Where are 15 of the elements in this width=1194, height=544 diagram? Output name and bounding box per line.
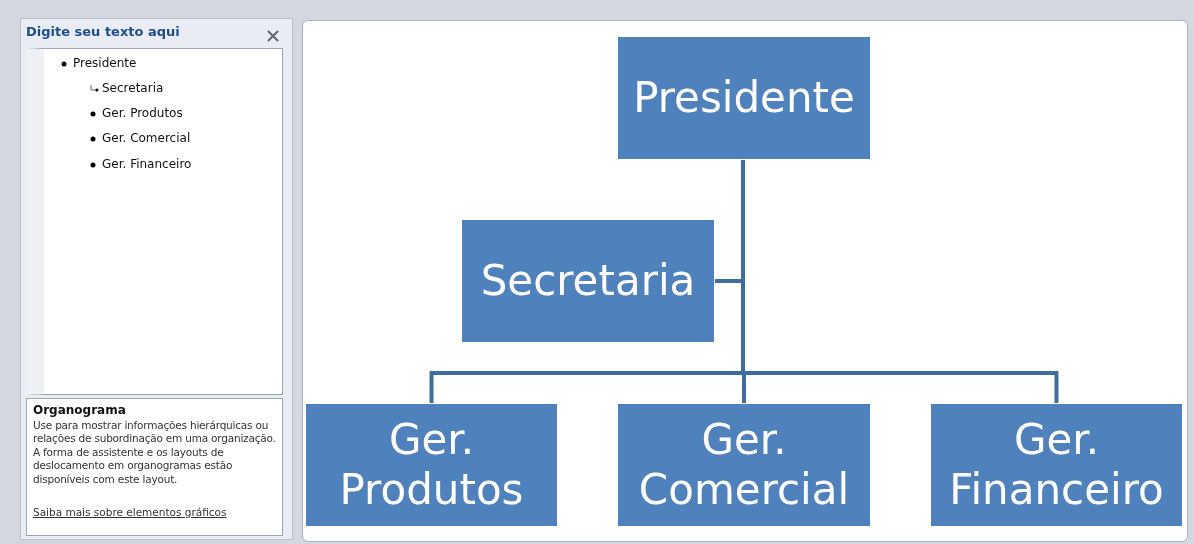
- org-chart-box: Secretaria: [461, 219, 715, 343]
- org-chart-box: Ger. Produtos: [305, 403, 558, 527]
- org-chart-box: Ger. Comercial: [617, 403, 871, 527]
- list-item: Ger. Comercial: [102, 131, 191, 145]
- org-chart-box: Ger. Financeiro: [930, 403, 1183, 527]
- list-item: Presidente: [73, 56, 137, 70]
- description-text: Use para mostrar informações hierárquicas ou relações de subordinação em uma organização. A forma de assistente e os layouts de deslocamento em organogramas estão disponíveis com este layout.: [33, 419, 277, 487]
- org-chart-box: Presidente: [617, 36, 871, 160]
- help-link: Saiba mais sobre elementos gráficos: [33, 506, 227, 518]
- connector-line: [741, 160, 1059, 403]
- list-item: Secretaria: [102, 81, 164, 95]
- description-title: Organograma: [33, 403, 126, 417]
- list-item: Ger. Financeiro: [102, 157, 192, 171]
- list-item: Ger. Produtos: [102, 106, 183, 120]
- pane-title: Digite seu texto aqui: [26, 24, 180, 39]
